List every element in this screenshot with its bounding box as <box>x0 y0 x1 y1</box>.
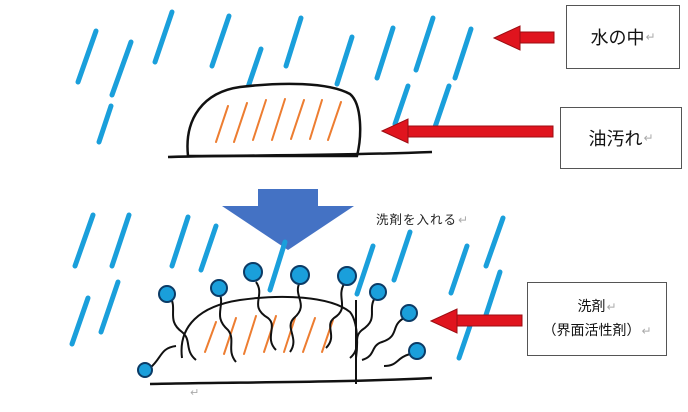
oil-stain <box>186 82 362 158</box>
paragraph-mark: ↵ <box>458 213 470 227</box>
paragraph-mark: ↵ <box>643 131 654 145</box>
surfactant-molecule-icon <box>383 342 426 367</box>
label-water: 水の中↵ <box>566 5 680 69</box>
surface-line-bottom <box>149 376 433 386</box>
label-detergent-line2-text: （界面活性剤） <box>542 323 641 339</box>
red-left-arrow-icon <box>492 25 555 51</box>
surface-line-top <box>167 150 433 159</box>
surfactant-molecule-icon <box>243 262 277 351</box>
water-streaks-top <box>75 9 474 145</box>
red-left-arrow-icon <box>380 118 554 144</box>
label-detergent-line2: （界面活性剤）↵ <box>542 319 651 343</box>
surfactant-molecule-icon <box>210 279 237 363</box>
red-left-arrow-icon <box>429 308 523 334</box>
surfactant-molecule-icon <box>325 266 357 349</box>
paragraph-mark: ↵ <box>606 300 617 314</box>
paragraph-mark: ↵ <box>190 386 200 399</box>
paragraph-mark: ↵ <box>645 30 656 44</box>
label-oil: 油汚れ↵ <box>560 107 682 169</box>
label-add-detergent: 洗剤を入れる↵ <box>376 209 469 228</box>
surfactant-molecule-icon <box>158 285 197 361</box>
label-water-text: 水の中 <box>590 28 645 49</box>
surfactant-molecules <box>137 262 426 378</box>
label-oil-text: 油汚れ <box>588 129 643 150</box>
blue-down-arrow-icon <box>222 189 354 250</box>
water-streaks-bottom <box>69 212 506 361</box>
surfactant-molecule-icon <box>137 345 177 378</box>
label-add-detergent-text: 洗剤を入れる <box>376 212 458 227</box>
label-detergent: 洗剤↵ （界面活性剤）↵ <box>527 282 667 356</box>
surfactant-molecule-icon <box>361 304 418 361</box>
paragraph-mark: ↵ <box>641 324 652 338</box>
surfactant-molecule-icon <box>289 265 310 353</box>
label-detergent-line1-text: 洗剤 <box>577 299 606 315</box>
label-detergent-line1: 洗剤↵ <box>577 295 616 319</box>
